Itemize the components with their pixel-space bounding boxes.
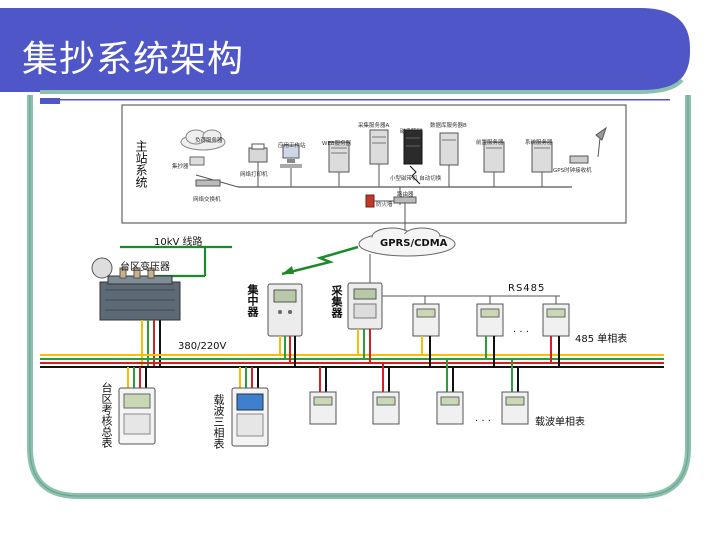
- carrier-meter-icon: [501, 391, 529, 425]
- carrier-meter-icon: [372, 391, 400, 425]
- total-meter-icon: [118, 387, 156, 445]
- device-caption: 小型磁带机 自动切换: [390, 176, 442, 182]
- device-caption: 采集服务器A: [358, 123, 390, 129]
- device-caption: 数据库服务器B: [430, 123, 467, 129]
- collector-label: 采集器: [330, 285, 343, 318]
- dots-label: . . .: [475, 413, 491, 424]
- voltage-label: 380/220V: [178, 341, 227, 352]
- total-meter-label: 台区考核总表: [100, 382, 113, 448]
- device-caption: 网络交换机: [193, 197, 221, 203]
- gps-icon: [569, 126, 607, 164]
- device-caption: 集抄器: [172, 164, 189, 170]
- meters-485-label: 485 单相表: [575, 334, 628, 345]
- meter-485-icon: [412, 303, 440, 337]
- transformer-icon: [91, 257, 181, 321]
- page-title: 集抄系统架构: [22, 39, 245, 80]
- three-phase-meter-label: 载波三相表: [212, 394, 225, 449]
- device-caption: 磁盘阵列: [400, 129, 423, 135]
- printer-icon: [248, 143, 268, 163]
- network-switch-icon: [195, 179, 221, 187]
- device-caption: 系统服务器: [525, 140, 553, 146]
- concentrator-label: 集中器: [246, 284, 259, 317]
- master-station-label: 主站系统: [134, 140, 148, 188]
- gprs-cloud-icon: [358, 227, 456, 257]
- workstation-icon: [280, 144, 302, 168]
- device-caption: WEB服务器: [322, 141, 352, 147]
- server-icon: [439, 132, 459, 166]
- device-caption: 前置服务器: [476, 140, 504, 146]
- carrier-meter-icon: [436, 391, 464, 425]
- meter-485-icon: [476, 303, 504, 337]
- carrier-single-label: 载波单相表: [535, 417, 585, 428]
- transformer-label: 台区变压器: [120, 262, 170, 273]
- server-icon: [328, 141, 350, 173]
- device-caption: GPS时钟接收机: [553, 168, 592, 174]
- device-caption: 应用工作站: [278, 143, 306, 149]
- carrier-meter-icon: [309, 391, 337, 425]
- device-caption: 防火墙: [376, 202, 393, 208]
- dots-label: . . .: [513, 324, 529, 335]
- rs485-label: RS485: [508, 283, 546, 294]
- collector-icon: [347, 282, 383, 330]
- gprs-label: GPRS/CDMA: [380, 238, 448, 249]
- cloud-icon: [180, 129, 226, 151]
- device-caption: 负荷服务器: [195, 138, 223, 144]
- device-caption: 路由器: [397, 192, 414, 198]
- meter-485-icon: [542, 303, 570, 337]
- three-phase-meter-icon: [231, 387, 269, 447]
- concentrator-icon: [267, 283, 303, 337]
- line-10kv-label: 10kV 线路: [154, 237, 203, 248]
- disk-array-icon: [403, 129, 423, 165]
- device-caption: 网络打印机: [240, 172, 268, 178]
